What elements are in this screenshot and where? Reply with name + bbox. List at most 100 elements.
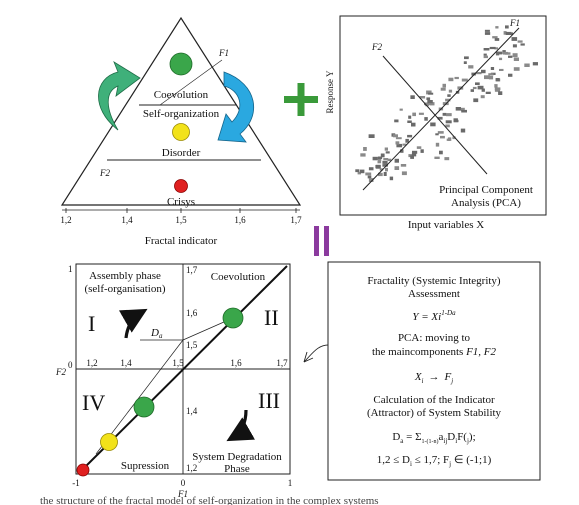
scatter-point [368, 167, 374, 171]
fractal-tick-1: 1,2 [60, 215, 71, 225]
roman-numeral-iv: IV [82, 390, 105, 415]
clockwise-arrow-icon-q1 [118, 308, 148, 339]
scatter-point [412, 112, 416, 117]
scatter-point [372, 156, 378, 161]
scatter-point [410, 155, 414, 159]
fractal-tick-3: 1,5 [175, 215, 187, 225]
scatter-point [453, 118, 458, 123]
scatter-point [387, 158, 392, 161]
scatter-point [488, 73, 494, 76]
scatter-point [428, 92, 434, 95]
pca-line2: the maincomponents F1, F2 [372, 346, 497, 358]
parallel-sign [314, 226, 329, 256]
f2-a-sub: ij [443, 437, 447, 445]
f1-axis-label: F1 [177, 489, 188, 499]
pca-y-label: Response Y [325, 70, 335, 113]
scatter-point [402, 143, 407, 146]
scatter-point [380, 153, 385, 158]
inner-tick-5: 1,7 [276, 358, 288, 368]
scatter-point [383, 158, 389, 161]
vertical-tick-1: 1,7 [186, 265, 198, 275]
scatter-point [447, 137, 452, 141]
scatter-point [440, 135, 445, 139]
scatter-point [378, 157, 382, 161]
y-top-tick: 1 [68, 264, 73, 274]
assessment-title-line2: Assessment [408, 288, 460, 300]
c-sub1: i [410, 460, 412, 468]
vertical-tick-2: 1,6 [186, 308, 198, 318]
scatter-point [360, 169, 365, 174]
zone-label-disorder: Disorder [162, 147, 201, 159]
yellow-point [100, 433, 118, 451]
scatter-point [377, 156, 383, 159]
scatter-point [470, 89, 474, 92]
scatter-point [463, 61, 467, 64]
scatter-point [497, 51, 503, 55]
scatter-point [384, 147, 388, 151]
scatter-point [439, 150, 443, 155]
scatter-point [483, 48, 490, 51]
scatter-point [440, 87, 446, 91]
quadrant-plot: Assembly phase (self-organisation) Coevo… [55, 263, 292, 499]
f2-di: D [447, 431, 455, 443]
scatter-point [396, 143, 403, 148]
scatter-point [455, 107, 461, 111]
clockwise-arrow-icon-q3 [226, 409, 256, 442]
scatter-point [405, 138, 409, 143]
pca-f1-axis [362, 27, 520, 191]
x-tick-minus1: -1 [72, 478, 80, 488]
scatter-point [434, 156, 440, 159]
scatter-point [512, 44, 517, 48]
zone-label-coevolution: Coevolution [154, 89, 209, 101]
scatter-point [483, 53, 487, 56]
scatter-point [477, 85, 484, 90]
roman-numeral-iii: III [258, 388, 280, 413]
scatter-point [368, 134, 375, 138]
scatter-point [502, 51, 509, 55]
fractal-tick-4: 1,6 [234, 215, 246, 225]
scatter-point [446, 113, 452, 117]
scatter-point [490, 67, 495, 70]
da-symbol: D [150, 327, 159, 339]
scatter-point [489, 46, 496, 50]
assessment-title-line1: Fractality (Systemic Integrity) [367, 275, 501, 287]
plus-sign [284, 83, 318, 116]
f2-f: F( [457, 431, 467, 443]
scatter-point [505, 25, 509, 29]
scatter-point [426, 102, 432, 106]
scatter-point [427, 100, 433, 104]
scatter-point [471, 72, 476, 76]
scatter-point [454, 76, 459, 80]
scatter-point [407, 120, 412, 123]
scatter-point [395, 137, 402, 140]
f2-d-sub: a [400, 437, 404, 445]
scatter-point [382, 164, 387, 167]
roman-numeral-i: I [88, 311, 95, 336]
scatter-point [505, 31, 512, 35]
scatter-point [511, 37, 518, 41]
scatter-point [357, 171, 361, 175]
vertical-tick-4: 1,4 [186, 406, 198, 416]
disorder-dot [172, 123, 190, 141]
caption-cut-text: the structure of the fractal model of se… [40, 495, 379, 505]
x-tick-0: 0 [181, 478, 186, 488]
scatter-point [484, 29, 490, 32]
scatter-point [488, 75, 494, 80]
scatter-point [420, 149, 424, 153]
formula-power-law: Y = Xi1-Da [412, 309, 456, 323]
f2-close: ); [469, 431, 476, 443]
scatter-point [472, 86, 477, 90]
q3-title-line1: System Degradation [192, 451, 282, 463]
scatter-point [495, 26, 499, 29]
scatter-point [419, 96, 426, 99]
scatter-point [480, 95, 485, 99]
scatter-point [401, 171, 407, 176]
scatter-point [494, 47, 498, 50]
fractal-tick-5: 1,7 [290, 215, 302, 225]
scatter-point [395, 141, 400, 145]
scatter-point [494, 38, 500, 41]
scatter-point [377, 160, 382, 164]
scatter-point [410, 95, 415, 99]
scatter-point [382, 160, 388, 164]
scatter-point [483, 55, 488, 59]
